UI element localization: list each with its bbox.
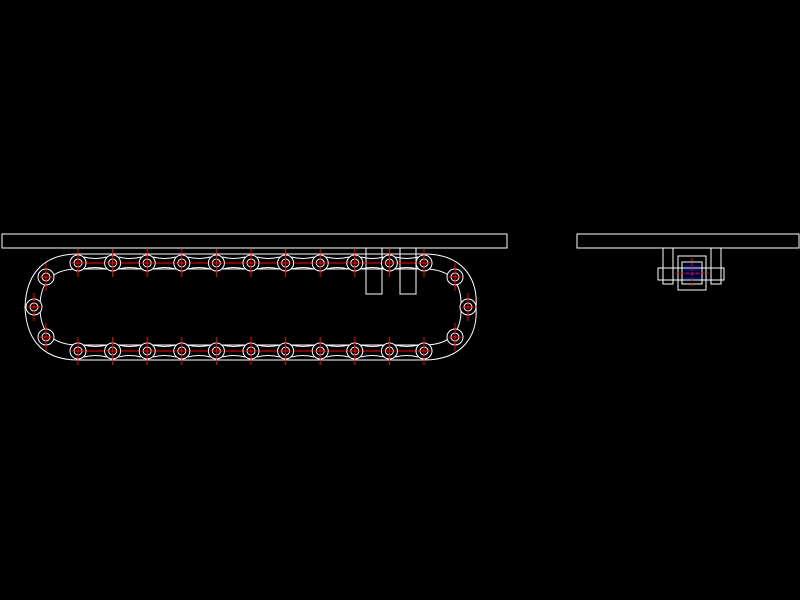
chain-roller-bottom [380,337,398,365]
chain-roller-top [415,249,433,277]
side-outer-plate-left [662,247,674,285]
side-pin-bar [657,267,725,281]
chain-roller-bottom [207,337,225,365]
chain-roller-left-end [37,323,55,351]
chain-link-waist [326,344,349,358]
chain-roller-bottom [173,337,191,365]
chain-roller-top [173,249,191,277]
chain-roller-top [69,249,87,277]
chain-link-waist [256,256,280,270]
chain-roller-top [346,249,364,277]
side-view [576,233,800,291]
chain-roller-bottom [104,337,122,365]
front-view [1,233,508,365]
chain-link-waist [187,256,211,270]
chain-roller-bottom [346,337,364,365]
chain-link-waist [118,344,142,358]
chain-link-waist [153,344,176,358]
chain-roller-top [207,249,225,277]
chain-roller-bottom [311,337,329,365]
chain-roller-left-end [37,263,55,291]
chain-roller-bottom [69,337,87,365]
side-roller-pin [676,258,708,288]
chain-link-waist [222,344,246,358]
chain-link-waist [395,256,419,270]
chain-link-waist [153,256,176,270]
attachment-brackets [365,247,417,295]
chain-roller-right-end [459,293,477,321]
chain-roller-left-end [25,293,43,321]
chain-link-waist [256,344,280,358]
chain-link-waist [360,344,384,358]
chain-link-waist [395,344,419,358]
chain-roller-top [277,249,295,277]
chain-roller-right-end [446,323,464,351]
front-guide-rail [1,233,508,249]
chain-inner-plate-outline [39,268,462,346]
chain-roller-top [311,249,329,277]
chain-roller-bottom [415,337,433,365]
chain-link-waist [118,256,142,270]
chain-link-waist [187,344,211,358]
chain-roller-top [138,249,156,277]
chain-link-waist [291,344,315,358]
side-outer-plate-right [710,247,722,285]
chain-link-waist [222,256,246,270]
attachment-bracket-left [365,247,383,295]
chain-link-waist [291,256,315,270]
chain-link-waist [83,256,107,270]
chain-roller-top [242,249,260,277]
chain-roller-top [380,249,398,277]
chain-roller-bottom [242,337,260,365]
chain-link-waist [83,344,107,358]
attachment-bracket-right [399,247,417,295]
chain-link-waist [360,256,384,270]
chain-roller-bottom [277,337,295,365]
chain-roller-top [104,249,122,277]
chain-rollers [25,249,477,365]
chain-link-waist [326,256,349,270]
chain-roller-bottom [138,337,156,365]
chain-roller-right-end [446,263,464,291]
side-guide-rail [576,233,800,249]
